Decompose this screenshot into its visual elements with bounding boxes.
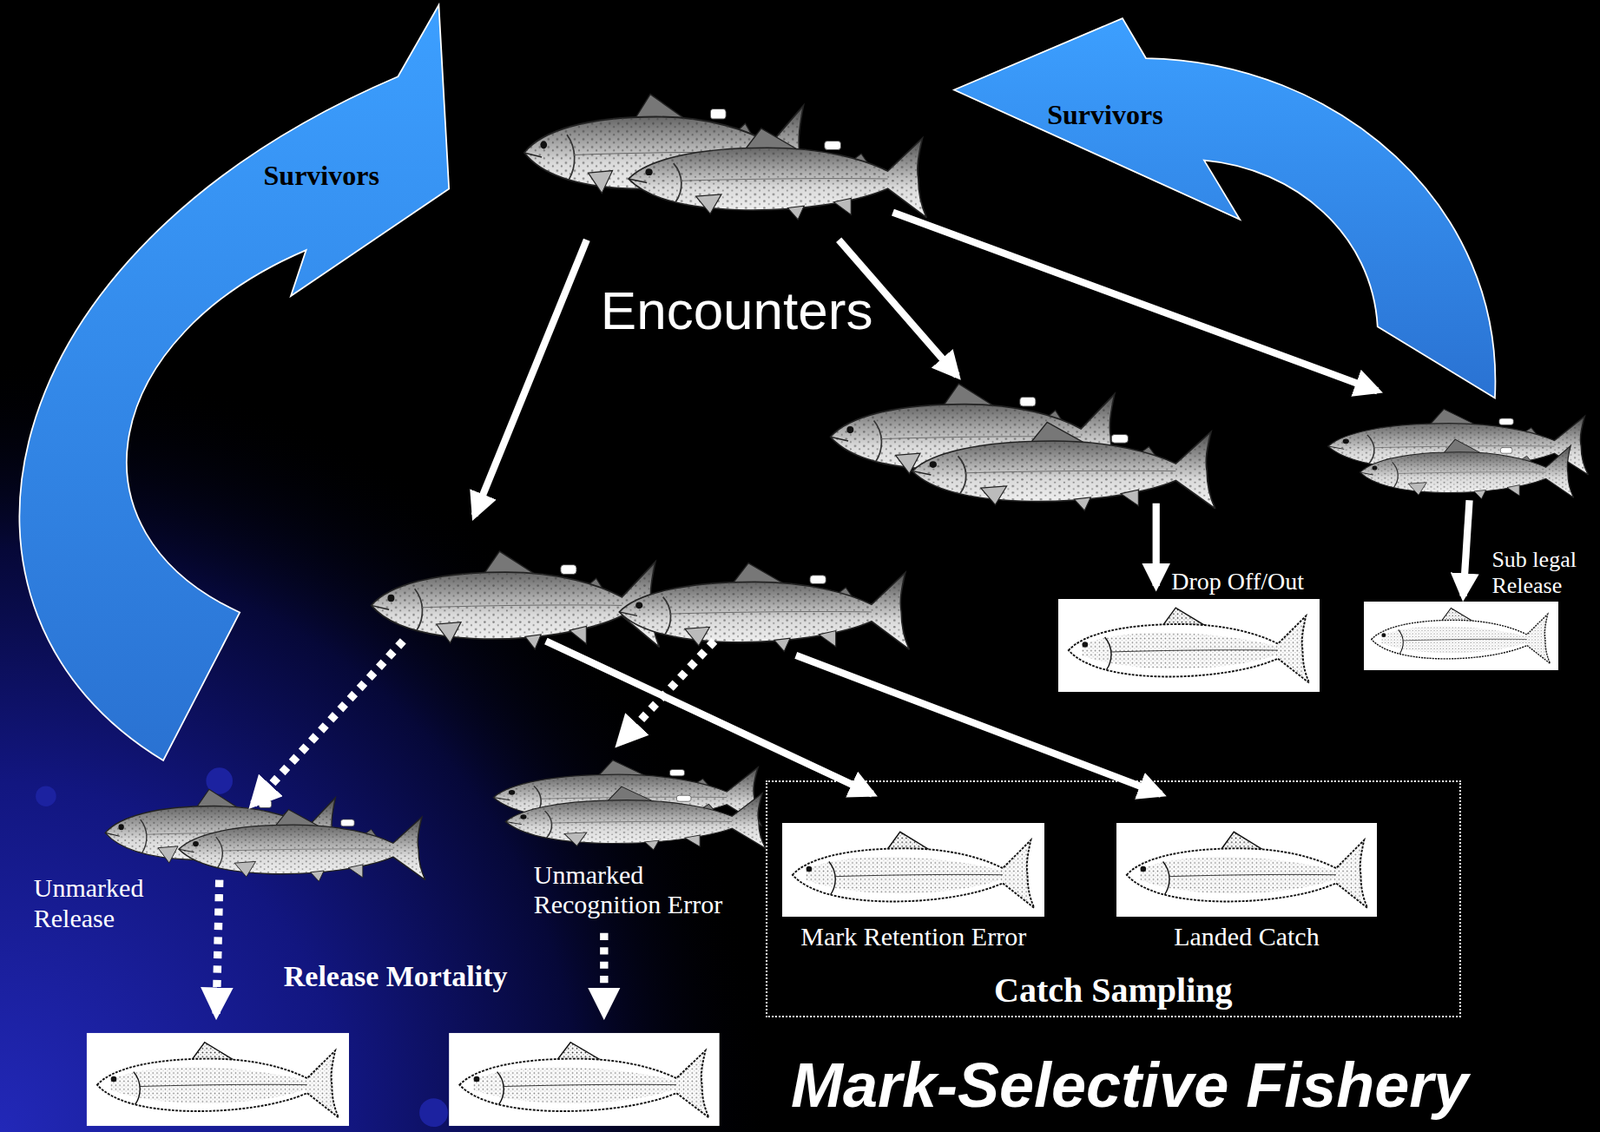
catch-sampling-box: Mark Retention ErrorLanded CatchCatch Sa… — [765, 780, 1462, 1018]
dead-salmon — [459, 1042, 709, 1119]
salmon — [628, 128, 927, 220]
survivors-node: Survivors — [1046, 100, 1163, 129]
dead-salmon-picture — [1058, 599, 1320, 692]
dead-salmon — [1371, 608, 1551, 665]
dead-salmon — [792, 831, 1034, 909]
dead-salmon — [97, 1042, 339, 1119]
salmon — [371, 551, 660, 650]
box-label: Drop Off/Out — [1171, 567, 1304, 596]
survivors-node: Survivors — [263, 161, 380, 190]
dead-salmon — [1068, 607, 1310, 684]
survivors-label: Survivors — [1046, 100, 1163, 129]
fish-group: Unmarked Release — [33, 873, 165, 934]
box-label: Landed Catch — [1173, 921, 1319, 953]
dead-salmon-picture — [1363, 601, 1558, 671]
decor-dot — [35, 785, 57, 807]
salmon — [618, 563, 909, 652]
outcome-arrow — [1462, 500, 1469, 597]
catch-box: Landed Catch — [1116, 823, 1378, 917]
box-label: Sub legal Release — [1491, 546, 1587, 600]
decor-dot — [419, 1098, 448, 1127]
group-label: Unmarked Recognition Error — [533, 860, 743, 921]
salmon — [178, 809, 426, 882]
mortality-box — [86, 1033, 349, 1126]
drop-off-box: Drop Off/Out — [1058, 599, 1320, 692]
dead-salmon-picture — [782, 823, 1045, 917]
sub-legal-box: Sub legal Release — [1363, 601, 1558, 671]
survivors-label: Survivors — [263, 161, 380, 190]
catch-box: Mark Retention Error — [782, 823, 1045, 917]
salmon — [912, 421, 1216, 511]
dotted-arrow — [252, 640, 403, 804]
dotted-arrow — [216, 880, 220, 1014]
dotted-arrow — [618, 640, 714, 744]
survivors-arrow — [954, 18, 1495, 398]
salmon — [505, 786, 766, 850]
release-arrows — [216, 640, 715, 1014]
group-title: Catch Sampling — [994, 970, 1233, 1011]
encounters-label: Encounters — [600, 283, 874, 338]
group-label: Unmarked Release — [33, 873, 165, 934]
release-mortality-label: Release Mortality — [283, 959, 508, 994]
fish-group: Unmarked Recognition Error — [533, 860, 743, 921]
encounter-arrows — [474, 212, 1470, 795]
dead-salmon-picture — [1116, 823, 1378, 917]
dead-salmon — [1125, 831, 1367, 909]
salmon — [1360, 439, 1574, 500]
box-label: Mark Retention Error — [800, 921, 1027, 953]
survivors-arrow — [19, 5, 449, 761]
encounter-arrow — [474, 239, 587, 515]
outcome-arrow — [1152, 503, 1160, 587]
mortality-box — [448, 1033, 719, 1126]
dotted-arrow — [599, 933, 608, 1014]
diagram-title: Mark-Selective Fishery — [790, 1051, 1469, 1120]
encounter-arrow — [892, 212, 1377, 392]
